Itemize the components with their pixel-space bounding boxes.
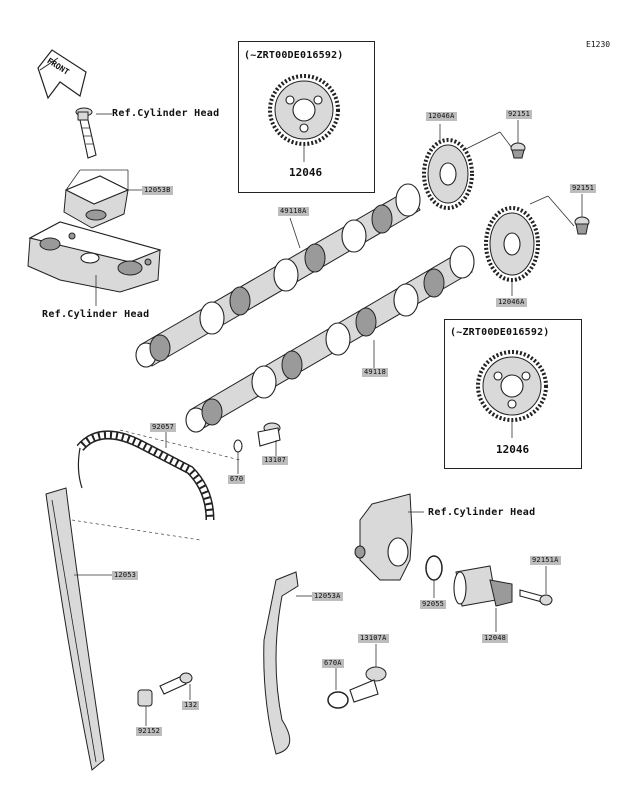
variant-box-bottom-part[interactable]: 12046 bbox=[496, 443, 530, 456]
part-12053a[interactable]: 12053A bbox=[312, 592, 343, 601]
washer-icon bbox=[233, 439, 243, 453]
sprocket-bolt-right-icon bbox=[574, 216, 590, 235]
diagram-id: E1230 bbox=[586, 40, 611, 49]
sprocket-variant-bottom-icon bbox=[476, 350, 548, 422]
camshaft-holder-icon bbox=[27, 221, 162, 293]
part-92151-right[interactable]: 92151 bbox=[570, 184, 597, 193]
variant-box-bottom-condition: (~ZRT00DE016592) bbox=[450, 327, 550, 338]
part-92055[interactable]: 92055 bbox=[420, 600, 447, 609]
part-13107a[interactable]: 13107A bbox=[358, 634, 389, 643]
part-12046a-top[interactable]: 12046A bbox=[426, 112, 457, 121]
variant-box-top-part[interactable]: 12046 bbox=[289, 166, 323, 179]
camshaft-cap-icon bbox=[63, 175, 130, 229]
part-92151a[interactable]: 92151A bbox=[530, 556, 561, 565]
camshaft-sprocket-top-icon bbox=[422, 138, 474, 210]
o-ring-icon bbox=[425, 555, 443, 581]
intake-camshaft-icon bbox=[135, 183, 421, 368]
guide-bolt-icon bbox=[159, 672, 193, 695]
sprocket-variant-top-icon bbox=[268, 74, 340, 146]
part-92057[interactable]: 92057 bbox=[150, 423, 177, 432]
part-12053[interactable]: 12053 bbox=[112, 571, 139, 580]
ref-cylinder-head-right[interactable]: Ref.Cylinder Head bbox=[428, 507, 536, 518]
chain-tensioner-icon bbox=[453, 565, 513, 607]
exhaust-camshaft-icon bbox=[185, 245, 475, 433]
camshaft-sprocket-right-icon bbox=[484, 206, 540, 282]
part-92152[interactable]: 92152 bbox=[136, 727, 163, 736]
cam-chain-icon bbox=[76, 430, 215, 521]
part-12053b[interactable]: 12053B bbox=[142, 186, 173, 195]
cylinder-head-bolt-icon bbox=[75, 107, 97, 159]
tensioner-bolt-icon bbox=[519, 589, 553, 606]
part-92151-top[interactable]: 92151 bbox=[506, 110, 533, 119]
part-49118[interactable]: 49118 bbox=[362, 368, 389, 377]
o-ring-small-icon bbox=[327, 691, 349, 709]
ref-cylinder-head-left[interactable]: Ref.Cylinder Head bbox=[42, 309, 150, 320]
chain-guide-icon bbox=[45, 487, 105, 771]
part-13107[interactable]: 13107 bbox=[262, 456, 289, 465]
part-49118a[interactable]: 49118A bbox=[278, 207, 309, 216]
front-arrow-icon bbox=[37, 49, 87, 100]
part-12048[interactable]: 12048 bbox=[482, 634, 509, 643]
pivot-bolt-icon bbox=[349, 666, 387, 703]
chain-guide-bolt-icon bbox=[257, 422, 281, 447]
variant-box-bottom bbox=[444, 319, 582, 469]
chain-guide-upper-icon bbox=[263, 571, 299, 755]
part-12046a-right[interactable]: 12046A bbox=[496, 298, 527, 307]
part-670[interactable]: 670 bbox=[228, 475, 246, 484]
variant-box-top bbox=[238, 41, 375, 193]
variant-box-top-condition: (~ZRT00DE016592) bbox=[244, 50, 344, 61]
collar-icon bbox=[137, 689, 153, 707]
tensioner-housing-icon bbox=[354, 493, 413, 581]
part-132[interactable]: 132 bbox=[182, 701, 200, 710]
part-670a[interactable]: 670A bbox=[322, 659, 344, 668]
sprocket-bolt-top-icon bbox=[510, 142, 526, 159]
ref-cylinder-head-top[interactable]: Ref.Cylinder Head bbox=[112, 108, 220, 119]
